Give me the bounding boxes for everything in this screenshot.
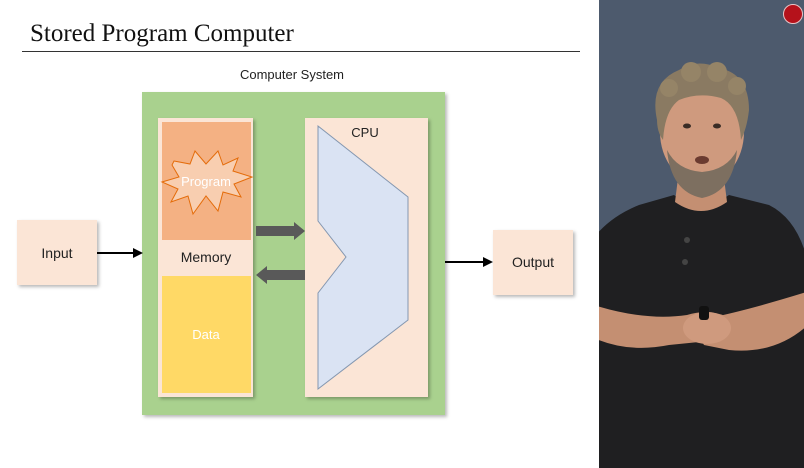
program-explosion-icon: [160, 150, 254, 216]
cpu-label: CPU: [351, 125, 378, 140]
input-box: [17, 220, 97, 285]
slide-title: Stored Program Computer: [30, 20, 294, 47]
data-label: Data: [192, 327, 220, 342]
program-label: Program: [181, 174, 231, 189]
input-label: Input: [41, 245, 72, 261]
speaker-video-panel: [599, 0, 804, 468]
data-region: [162, 276, 251, 393]
cpu-to-memory-arrow: [256, 266, 305, 284]
memory-to-cpu-arrow: [256, 222, 305, 240]
alu-shape: [317, 124, 409, 391]
logo-badge-icon: [783, 4, 803, 24]
computer-system-label: Computer System: [240, 67, 344, 82]
output-label: Output: [512, 254, 554, 270]
output-box: [493, 230, 573, 295]
memory-label: Memory: [181, 249, 232, 265]
speaker-figure: [599, 62, 804, 468]
title-divider: [22, 51, 580, 52]
stored-program-diagram: Computer System Program Memory Data CPU …: [17, 67, 573, 415]
